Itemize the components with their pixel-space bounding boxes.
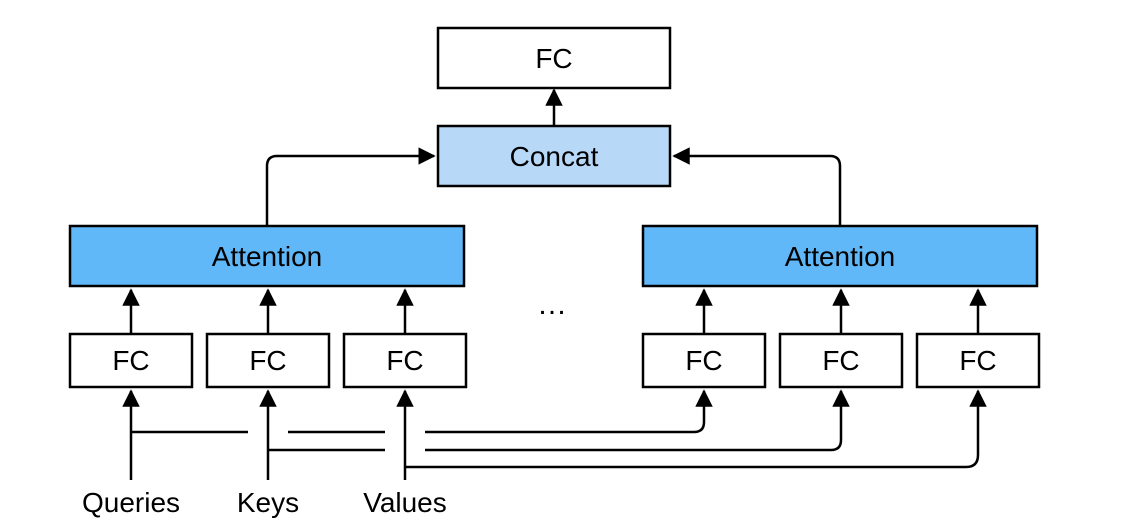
fc-label: FC [959,345,996,376]
fc-label: FC [249,345,286,376]
output-fc-label: FC [535,43,572,74]
attention-box-right: Attention [641,224,1039,288]
fc-label: FC [386,345,423,376]
fc-box-left-keys: FC [205,332,331,389]
queries-branch-line [131,389,713,434]
keys-branch-line [268,389,850,452]
fc-label: FC [822,345,859,376]
attention-left-to-concat-arrow [265,147,436,226]
fc-label: FC [112,345,149,376]
fc-box-right-values: FC [915,332,1041,389]
keys-label: Keys [237,487,299,518]
concat-label: Concat [510,141,599,172]
attention-right-label: Attention [785,241,896,272]
values-branch-line [405,389,987,469]
queries-label: Queries [82,487,180,518]
attention-box-left: Attention [68,224,466,288]
ellipsis: … [537,288,571,321]
fc-box-left-values: FC [342,332,468,389]
fc-box-right-keys: FC [778,332,904,389]
attention-right-to-concat-arrow [672,147,842,226]
fc-box-right-queries: FC [641,332,767,389]
output-fc-box: FC [436,26,672,90]
values-label: Values [363,487,447,518]
concat-box: Concat [436,124,672,188]
attention-left-label: Attention [212,241,323,272]
fc-box-left-queries: FC [68,332,194,389]
fc-label: FC [685,345,722,376]
